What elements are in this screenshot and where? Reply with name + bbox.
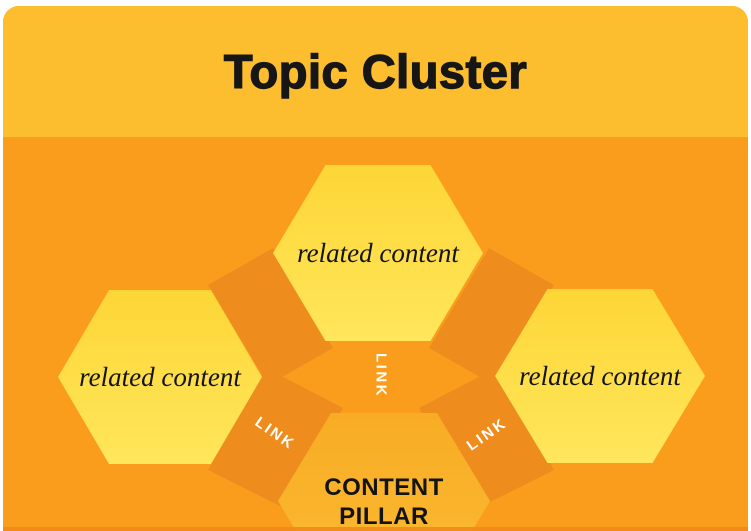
related-content-hexagon-right: related content (495, 289, 705, 463)
related-content-label-left: related content (79, 361, 241, 392)
seam-left-pillar (208, 368, 343, 510)
seam-right-pillar (419, 368, 554, 510)
header-band: Topic Cluster (3, 6, 748, 137)
seam-left-top (208, 248, 333, 385)
content-pillar-line1: CONTENT (324, 474, 444, 501)
link-label-vertical: LINK (372, 353, 390, 398)
page-title: Topic Cluster (223, 44, 528, 98)
related-content-label-top: related content (297, 237, 459, 268)
seam-top-right (429, 248, 554, 385)
content-pillar-label: CONTENT PILLAR (324, 413, 444, 531)
related-content-hexagon-left: related content (58, 290, 262, 464)
bottom-edge-strip (3, 527, 748, 531)
diagram-canvas: related content related content related … (3, 137, 748, 531)
related-content-label-right: related content (519, 360, 681, 391)
content-pillar-line2: PILLAR (339, 503, 429, 530)
infographic-card: Topic Cluster related content related co… (3, 6, 748, 531)
hexagon-shadow-seams (208, 248, 554, 510)
